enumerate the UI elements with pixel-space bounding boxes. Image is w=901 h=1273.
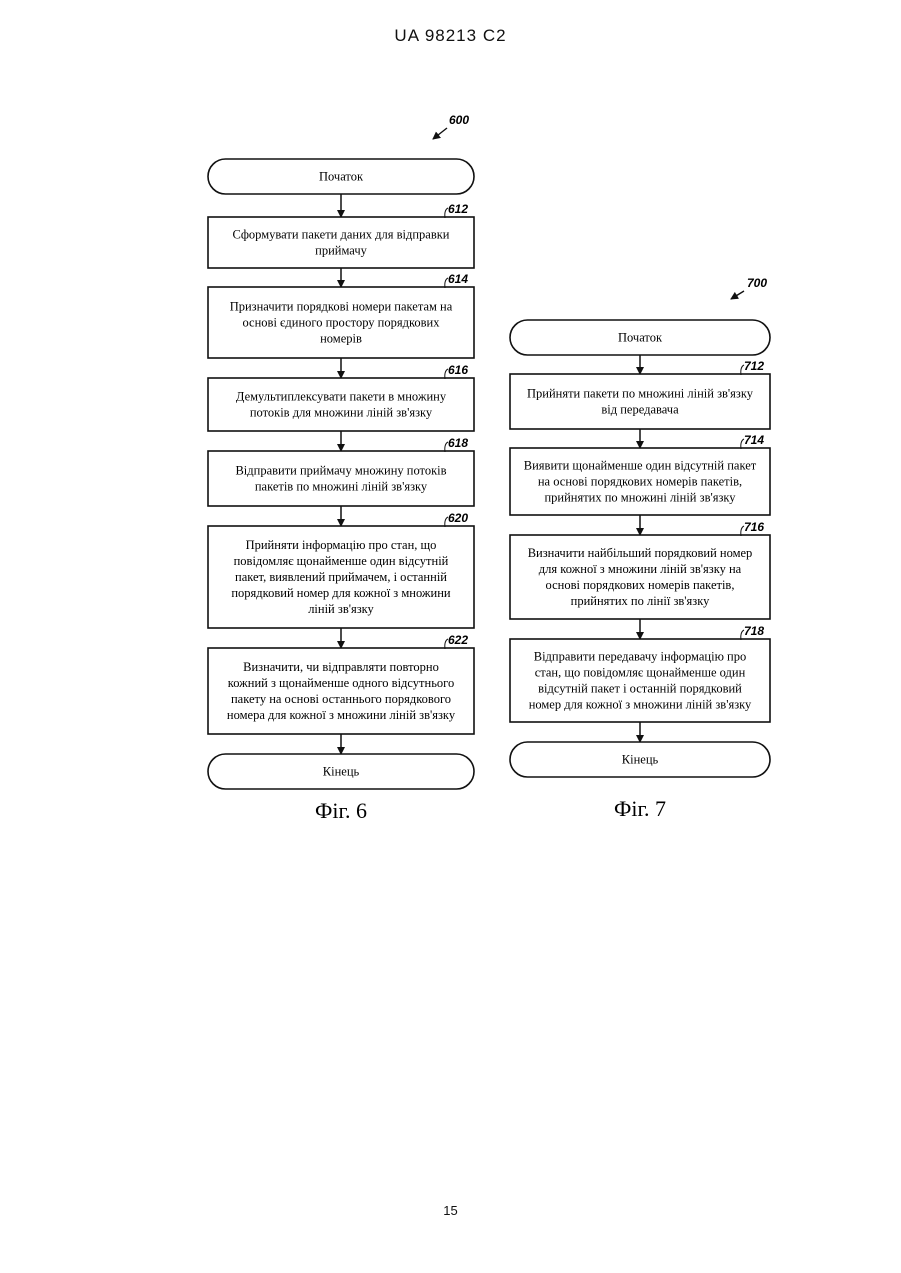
fig7-ref-number: 700 (747, 276, 767, 290)
fig7-end-label: Кінець (622, 753, 659, 767)
fig6-step-618-text-line: Відправити приймачу множину потоків (235, 464, 446, 478)
fig6-step-614-text-line: Призначити порядкові номери пакетам на (230, 300, 453, 314)
fig7-step-714-ref: 714 (744, 433, 764, 447)
fig7-step-718-ref: 718 (744, 624, 764, 638)
fig6-step-614-text-line: основі єдиного простору порядкових (243, 316, 441, 330)
fig6-ref-arrow (433, 128, 447, 139)
fig7-step-718-text-line: Відправити передавачу інформацію про (534, 650, 747, 664)
fig7-step-712-text-line: від передавача (601, 403, 679, 417)
fig6-step-620-text-line: повідомляє щонайменше один відсутній (234, 554, 449, 568)
fig6-step-622-text-line: кожний з щонайменше одного відсутнього (228, 676, 454, 690)
fig6-step-620-text-line: порядковий номер для кожної з множини (231, 586, 451, 600)
fig7-step-716-text-line: Визначити найбільший порядковий номер (528, 546, 753, 560)
fig6-step-612-box (208, 217, 474, 268)
fig7-ref-arrow (731, 291, 744, 299)
fig6-step-620-text-line: ліній зв'язку (308, 602, 374, 616)
fig7-step-712-ref: 712 (744, 359, 764, 373)
fig6-step-616-ref: 616 (448, 363, 468, 377)
fig7-step-712-text-line: Прийняти пакети по множині ліній зв'язку (527, 387, 754, 401)
fig6-step-618-ref: 618 (448, 436, 468, 450)
fig7-start-label: Початок (618, 331, 663, 345)
fig6-step-622-ref: 622 (448, 633, 468, 647)
fig7-figure: 700Початок 712Прийняти пакети по множині … (510, 276, 770, 821)
fig6-end-label: Кінець (323, 765, 360, 779)
fig6-step-616-text-line: потоків для множини ліній зв'язку (250, 406, 433, 420)
fig7-step-712-box (510, 374, 770, 429)
fig7-step-716-ref: 716 (744, 520, 764, 534)
fig6-step-620-text-line: пакет, виявлений приймачем, і останній (235, 570, 447, 584)
fig7-step-714-text-line: прийнятих по множині ліній зв'язку (544, 491, 736, 505)
fig6-step-614-ref: 614 (448, 272, 468, 286)
fig6-step-620-ref: 620 (448, 511, 468, 525)
fig7-step-718-text-line: відсутній пакет і останній порядковий (538, 682, 742, 696)
fig6-step-614-text-line: номерів (320, 332, 362, 346)
fig6-step-618-box (208, 451, 474, 506)
fig6-step-616-text-line: Демультиплексувати пакети в множину (236, 390, 447, 404)
fig7-step-718-text-line: стан, що повідомляє щонайменше один (535, 666, 746, 680)
fig7-step-714-text-line: Виявити щонайменше один відсутній пакет (524, 459, 757, 473)
fig6-step-616-box (208, 378, 474, 431)
fig6-step-612-text-line: Сформувати пакети даних для відправки (233, 228, 450, 242)
fig6-step-622-text-line: Визначити, чи відправляти повторно (243, 660, 439, 674)
fig7-step-716-text-line: основі порядкових номерів пакетів, (546, 578, 735, 592)
fig6-figure: 600Початок 612Сформувати пакети даних для… (208, 113, 474, 823)
fig7-step-716-text-line: прийнятих по лінії зв'язку (571, 594, 710, 608)
page-number: 15 (0, 1203, 901, 1218)
fig6-step-612-ref: 612 (448, 202, 468, 216)
fig7-step-718-text-line: номер для кожної з множини ліній зв'язку (529, 698, 752, 712)
fig6-step-622-text-line: пакету на основі останнього порядкового (231, 692, 451, 706)
fig6-step-612-text-line: приймачу (315, 244, 367, 258)
fig7-caption: Фіг. 7 (614, 796, 666, 821)
fig6-ref-number: 600 (449, 113, 469, 127)
fig6-step-622-text-line: номера для кожної з множини ліній зв'язк… (227, 708, 456, 722)
fig7-step-716-text-line: для кожної з множини ліній зв'язку на (539, 562, 742, 576)
fig6-caption: Фіг. 6 (315, 798, 367, 823)
fig6-step-620-text-line: Прийняти інформацію про стан, що (246, 538, 437, 552)
fig7-step-714-text-line: на основі порядкових номерів пакетів, (538, 475, 742, 489)
fig6-step-618-text-line: пакетів по множині ліній зв'язку (255, 480, 428, 494)
fig6-start-label: Початок (319, 170, 364, 184)
